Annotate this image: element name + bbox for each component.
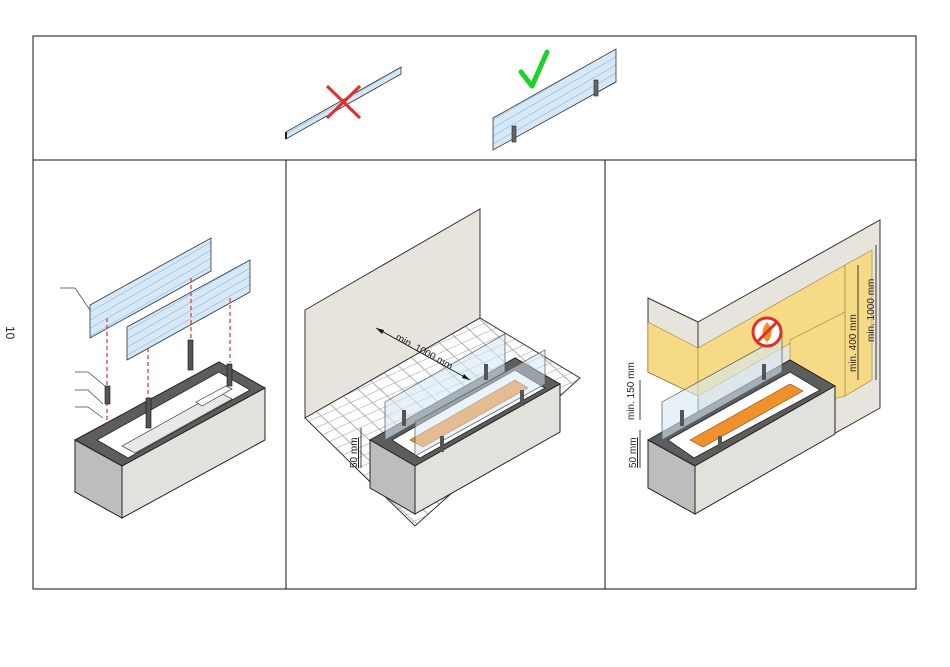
page-number: 10 (3, 326, 17, 340)
clearance-illustration (640, 220, 880, 514)
dim-height-label: 50 mm (349, 437, 360, 468)
dim-shelf-label: min. 150 mm (626, 362, 637, 420)
cross-icon (327, 86, 360, 118)
dim-height-label-right: 50 mm (628, 437, 639, 468)
dim-side-gap-label: min. 400 mm (848, 314, 859, 372)
correct-glass-panel (493, 49, 616, 150)
assembly-illustration (60, 238, 265, 518)
check-icon (521, 52, 547, 86)
dim-top-gap-label: min. 1000 mm (866, 279, 877, 342)
no-fire-icon (753, 318, 781, 346)
